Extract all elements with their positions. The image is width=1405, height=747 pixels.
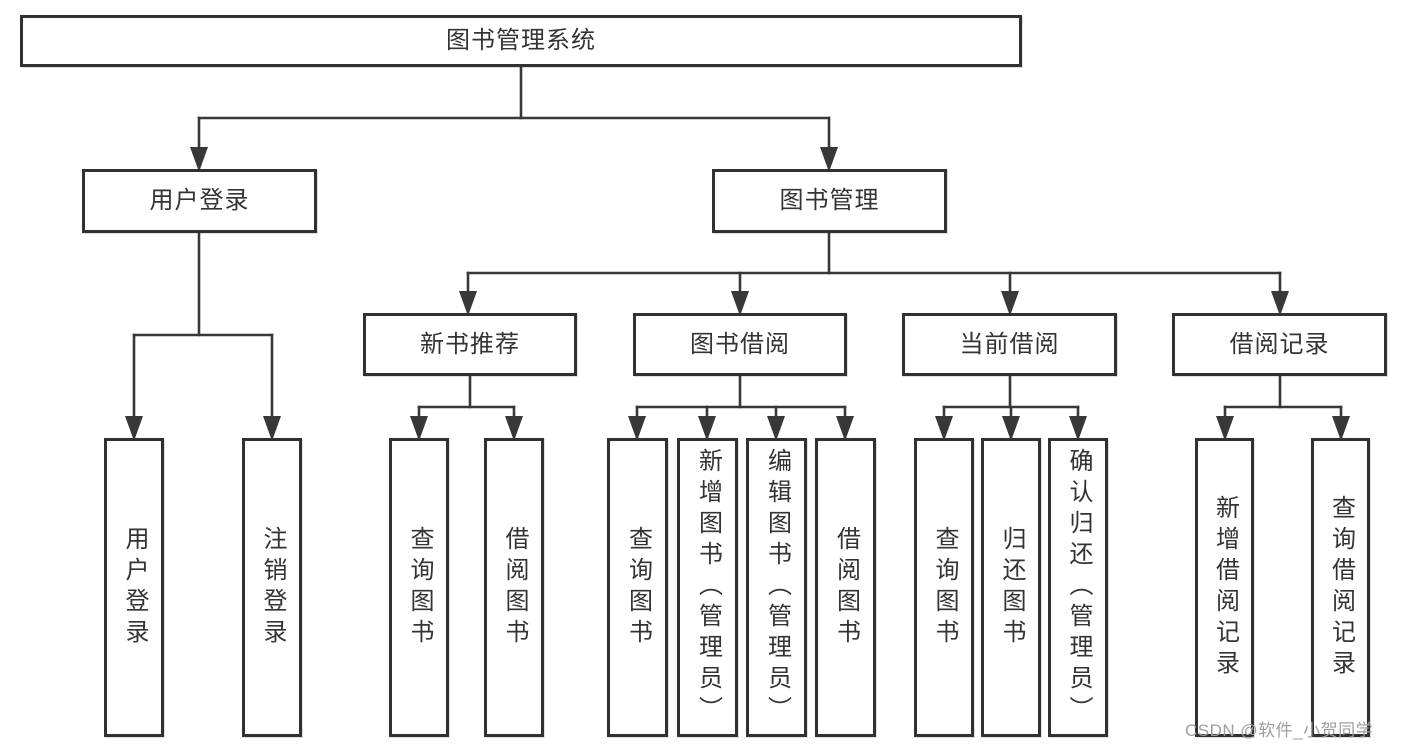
node-borrow-records: 借阅记录 [1172, 313, 1387, 376]
leaf-query-books-recommend: 查询图书 [389, 438, 449, 737]
arrowheads [125, 147, 1350, 441]
leaf-confirm-return-admin-label: 确认归还（管理员） [1065, 448, 1092, 727]
leaf-return-books: 归还图书 [981, 438, 1041, 737]
leaf-query-books-recommend-label: 查询图书 [406, 525, 433, 650]
leaf-add-borrow-record: 新增借阅记录 [1195, 438, 1254, 737]
leaf-logout: 注销登录 [242, 438, 302, 737]
node-current-borrow-label: 当前借阅 [959, 330, 1060, 358]
leaf-query-borrow-record-label: 查询借阅记录 [1327, 494, 1355, 681]
node-new-book-recommend: 新书推荐 [363, 313, 577, 376]
leaf-edit-books-admin: 编辑图书（管理员） [746, 438, 807, 737]
leaf-add-borrow-record-label: 新增借阅记录 [1211, 494, 1239, 681]
node-book-borrow-label: 图书借阅 [690, 330, 790, 358]
node-current-borrow: 当前借阅 [902, 313, 1117, 376]
leaf-query-borrow-record: 查询借阅记录 [1311, 438, 1370, 737]
leaf-borrow-books: 借阅图书 [815, 438, 876, 737]
leaf-query-books-borrow-label: 查询图书 [624, 525, 652, 650]
node-borrow-records-label: 借阅记录 [1229, 330, 1330, 358]
leaf-logout-label: 注销登录 [259, 525, 286, 650]
leaf-confirm-return-admin: 确认归还（管理员） [1048, 438, 1108, 737]
leaf-user-login: 用户登录 [104, 438, 164, 737]
node-user-login: 用户登录 [82, 169, 317, 233]
node-new-book-recommend-label: 新书推荐 [420, 330, 520, 358]
leaf-query-books-current: 查询图书 [914, 438, 974, 737]
leaf-borrow-books-recommend-label: 借阅图书 [501, 525, 528, 650]
node-book-borrow: 图书借阅 [633, 313, 847, 376]
leaf-add-books-admin-label: 新增图书（管理员） [694, 448, 722, 727]
node-root: 图书管理系统 [20, 15, 1022, 67]
leaf-borrow-books-label: 借阅图书 [832, 525, 860, 650]
node-root-label: 图书管理系统 [446, 27, 596, 54]
node-book-management-label: 图书管理 [779, 187, 880, 214]
csdn-watermark: CSDN @软件_小贺同学 [1185, 721, 1374, 740]
leaf-return-books-label: 归还图书 [998, 525, 1025, 650]
node-book-management: 图书管理 [712, 169, 947, 233]
node-user-login-label: 用户登录 [149, 187, 250, 214]
leaf-add-books-admin: 新增图书（管理员） [677, 438, 738, 737]
leaf-query-books-borrow: 查询图书 [607, 438, 668, 737]
leaf-borrow-books-recommend: 借阅图书 [484, 438, 544, 737]
leaf-edit-books-admin-label: 编辑图书（管理员） [763, 448, 791, 727]
leaf-query-books-current-label: 查询图书 [931, 525, 958, 650]
leaf-user-login-label: 用户登录 [121, 525, 148, 650]
